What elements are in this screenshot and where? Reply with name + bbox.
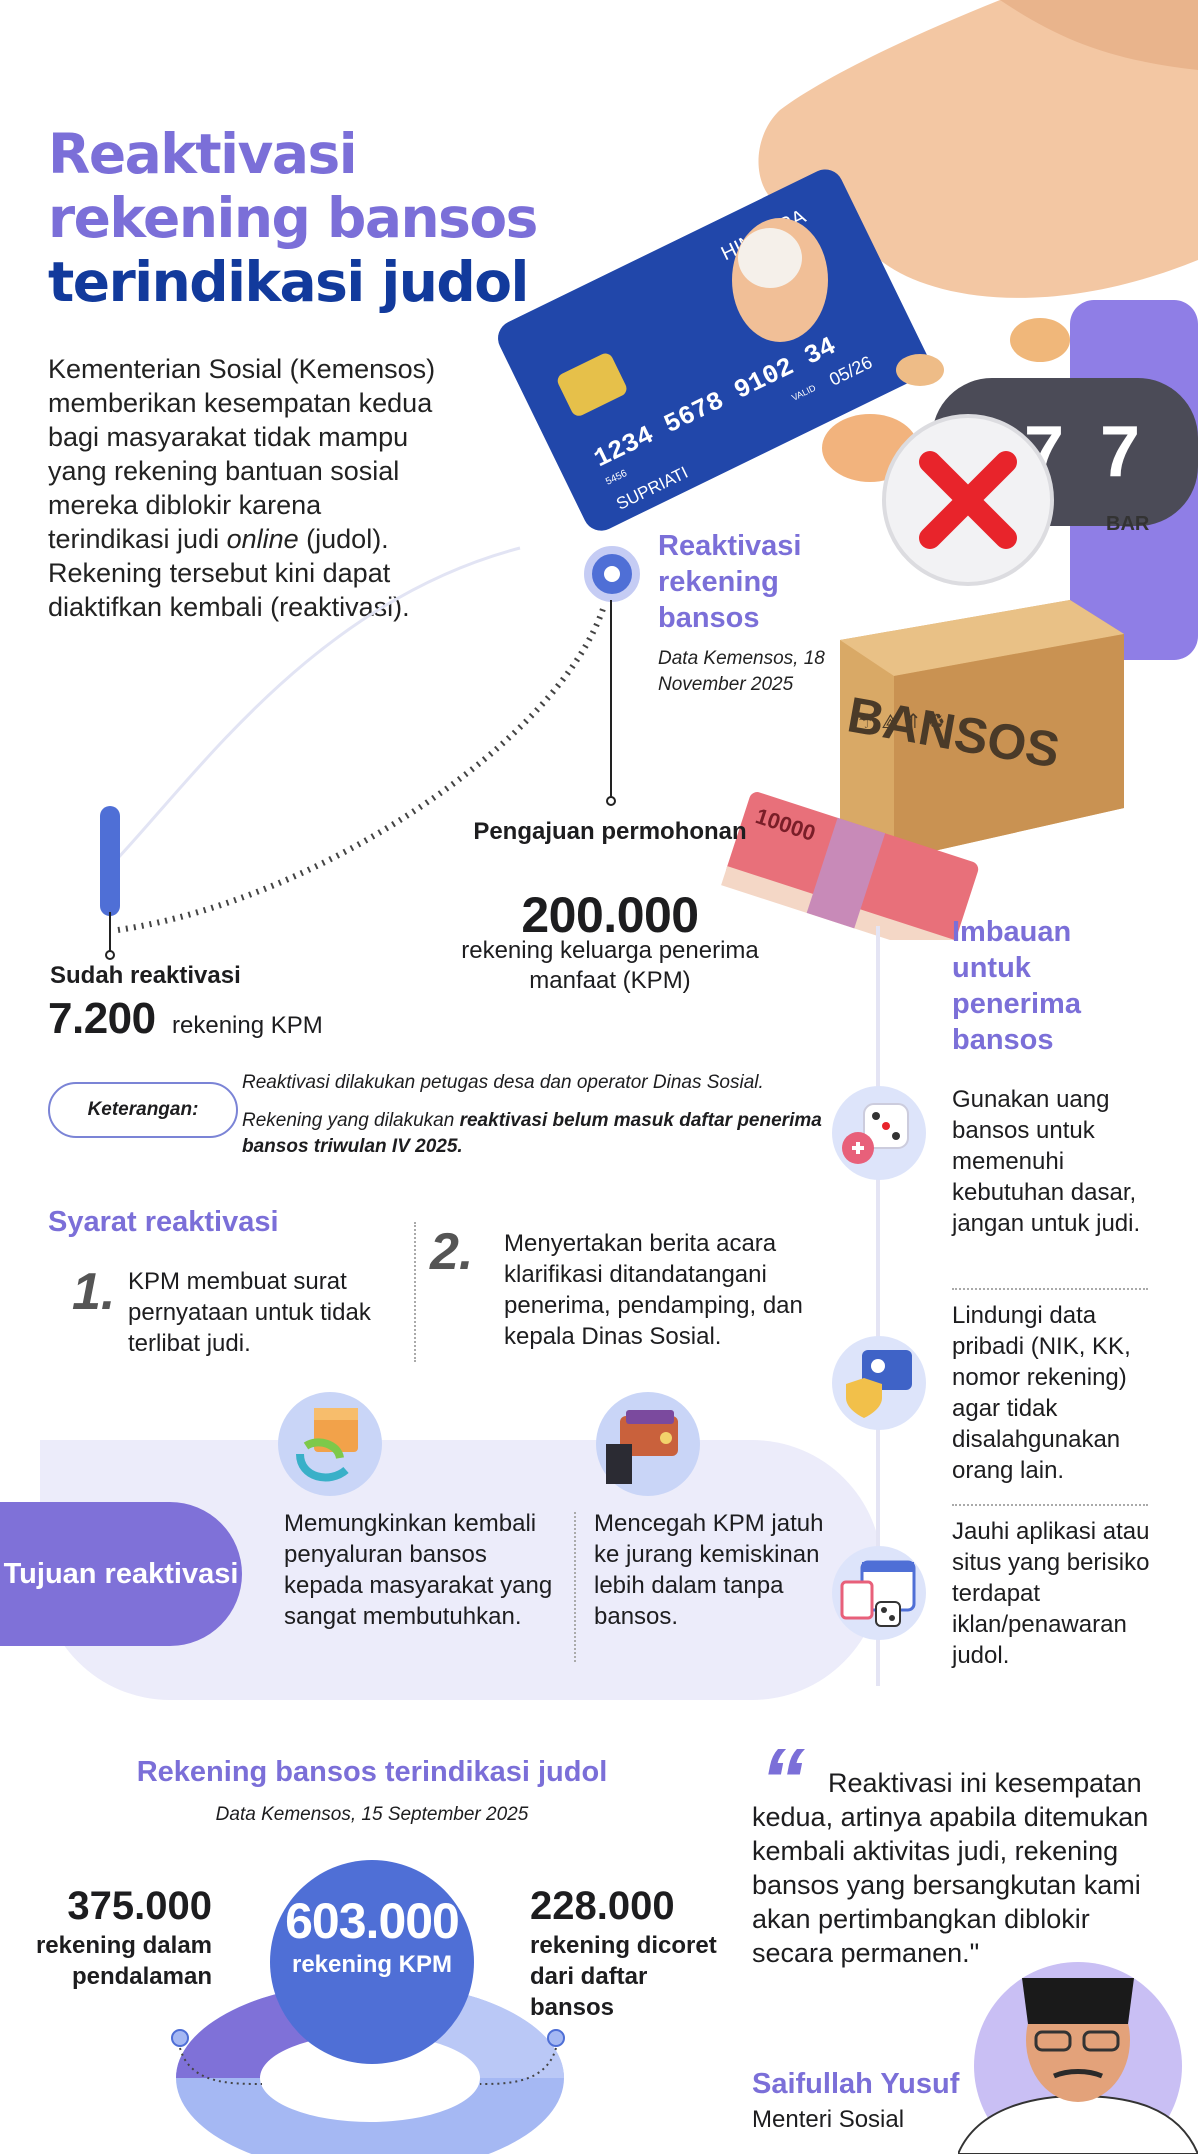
quote-role: Menteri Sosial: [752, 2106, 905, 2133]
divider: [414, 1222, 416, 1362]
reactivated-marker: [100, 806, 120, 916]
pengajuan-value: 200.000: [521, 887, 699, 943]
keterangan-line-2: Rekening yang dilakukan reaktivasi belum…: [242, 1108, 832, 1160]
pendalaman-desc: rekening dalam pendalaman: [35, 1932, 212, 1990]
slot-bar-label: BAR: [1106, 513, 1150, 535]
donut-hole: [260, 2034, 480, 2122]
money-stack-illustration: 10000: [721, 792, 979, 940]
hand-illustration: [758, 0, 1198, 298]
imbauan-item: Gunakan uang bansos untuk memenuhi kebut…: [952, 1086, 1141, 1237]
box-refresh-icon: [278, 1392, 382, 1496]
keterangan-line-2-text: Rekening yang dilakukan: [242, 1110, 460, 1131]
page-title: Reaktivasi rekening bansos terindikasi j…: [48, 122, 538, 314]
sudah-desc: rekening KPM: [172, 1012, 323, 1039]
intro-paragraph: Kementerian Sosial (Kemensos) memberikan…: [48, 352, 438, 624]
timeline-stem: [610, 600, 612, 800]
keterangan-line-1: Reaktivasi dilakukan petugas desa dan op…: [242, 1072, 764, 1093]
dicoret-value: 228.000: [530, 1884, 675, 1928]
title-line-1: Reaktivasi: [48, 122, 358, 186]
timeline-pin-center: [604, 566, 620, 582]
id-card-shield-icon: [832, 1336, 926, 1430]
title-line-2: rekening bansos: [48, 186, 538, 250]
pendalaman-value: 375.000: [67, 1884, 212, 1928]
quote-text: Reaktivasi ini kesempatan kedua, artinya…: [752, 1768, 1149, 1968]
syarat-heading: Syarat reaktivasi: [48, 1206, 279, 1238]
intro-text-b: (judol). Rekening tersebut kini dapat di…: [48, 524, 410, 622]
dice-icon: [832, 1086, 926, 1180]
imbauan-line: [876, 926, 880, 1686]
reactivated-stem-dot: [105, 950, 115, 960]
thumbnail-nail: [738, 228, 802, 288]
timeline-arc-ticks: [117, 605, 607, 933]
sudah-label: Sudah reaktivasi: [50, 962, 241, 989]
total-circle: [270, 1860, 474, 2064]
imbauan-item: Lindungi data pribadi (NIK, KK, nomor re…: [952, 1302, 1131, 1484]
dicoret-desc: rekening dicoret dari daftar bansos: [530, 1932, 717, 2021]
timeline-heading: Reaktivasi rekening bansos: [658, 530, 802, 634]
title-line-3: terindikasi judol: [48, 250, 529, 314]
judol-donut-graphic: [171, 1860, 565, 2154]
syarat-item: Menyertakan berita acara klarifikasi dit…: [504, 1230, 803, 1350]
timeline-source: Data Kemensos, 18 November 2025: [658, 648, 825, 695]
coin-illustration: [1010, 318, 1070, 362]
sudah-value: 7.200: [48, 994, 156, 1043]
divider: [952, 1504, 1148, 1506]
minister-portrait: [958, 1962, 1198, 2154]
wallet-icon: [596, 1392, 700, 1496]
syarat-number: 2.: [430, 1223, 474, 1281]
coin-illustration: [896, 354, 944, 386]
illustration: HIMBARA 1234 5678 9102 34 5456 VALID 05/…: [116, 0, 1198, 940]
judol-source: Data Kemensos, 15 September 2025: [215, 1804, 529, 1825]
divider: [574, 1512, 576, 1662]
pengajuan-desc: rekening keluarga penerima manfaat (KPM): [461, 937, 759, 994]
tujuan-item: Memungkinkan kembali penyaluran bansos k…: [284, 1510, 553, 1630]
total-desc: rekening KPM: [291, 1951, 453, 1978]
peci-hat: [1022, 1978, 1134, 2024]
tujuan-label: Tujuan reaktivasi: [0, 1502, 242, 1646]
timeline-stem-dot: [606, 796, 616, 806]
gambling-site-icon: [832, 1546, 926, 1640]
hand-shadow: [1000, 0, 1198, 70]
judol-heading: Rekening bansos terindikasi judol: [136, 1756, 608, 1788]
slot-symbol: 7: [1100, 412, 1140, 492]
intro-text-italic: online: [226, 524, 299, 554]
reactivated-stem: [109, 912, 111, 956]
syarat-item: KPM membuat surat pernyataan untuk tidak…: [128, 1268, 371, 1357]
quote-name: Saifullah Yusuf: [752, 2068, 960, 2100]
keterangan-label: Keterangan:: [48, 1082, 238, 1138]
box-symbols: ☂ ⟁ ⇑ ♻: [858, 711, 945, 733]
timeline-arc-outer: [116, 546, 521, 860]
tujuan-item: Mencegah KPM jatuh ke jurang kemiskinan …: [594, 1510, 824, 1630]
syarat-number: 1.: [72, 1263, 116, 1321]
intro-text-a: Kementerian Sosial (Kemensos) memberikan…: [48, 354, 436, 554]
total-value: 603.000: [285, 1893, 460, 1949]
card-chip: [557, 353, 627, 416]
divider: [952, 1288, 1148, 1290]
imbauan-item: Jauhi aplikasi atau situs yang berisiko …: [952, 1518, 1150, 1669]
imbauan-heading: Imbauan untuk penerima bansos: [952, 916, 1081, 1056]
keterangan-line-2-bold: reaktivasi belum masuk daftar penerima b…: [242, 1110, 822, 1157]
quote-mark: “: [760, 1731, 805, 1831]
pengajuan-label: Pengajuan permohonan: [473, 818, 747, 845]
